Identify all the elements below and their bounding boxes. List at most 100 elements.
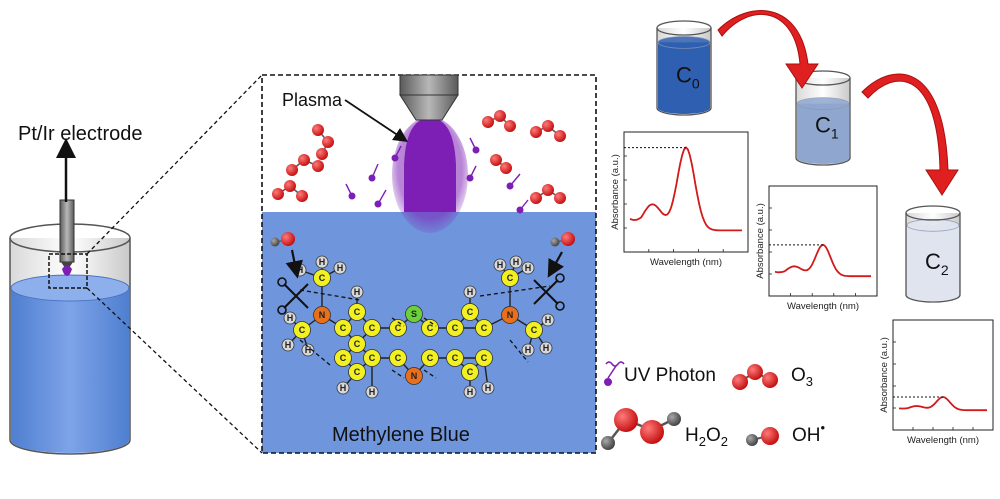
ozone-molecule (272, 180, 308, 202)
hydrogen-atom: H (336, 381, 350, 395)
atom-sphere (421, 319, 439, 337)
cleavage-line (299, 289, 361, 301)
liquid-surface (906, 218, 960, 232)
uv-photon (391, 145, 402, 162)
y-axis-label: Absorbance (a.u.) (755, 203, 766, 279)
atom-sphere (363, 319, 381, 337)
atom-sphere (461, 363, 479, 381)
beaker-liquid (907, 225, 959, 301)
attack-arrow (547, 251, 564, 278)
atom-sphere (336, 381, 350, 395)
oxygen-atom (312, 160, 324, 172)
carbon-atom: C (389, 319, 407, 337)
hydrogen-atom: H (539, 341, 553, 355)
oxygen-atom (272, 188, 284, 200)
plasma-pointer (344, 99, 408, 142)
beaker-letter: C (815, 112, 831, 137)
zoom-region (48, 253, 88, 289)
oxygen-atom (281, 232, 295, 246)
oxygen-atom (482, 116, 494, 128)
atom-sphere (493, 258, 507, 272)
atom-sphere (463, 385, 477, 399)
spectrum-plot-2: Wavelength (nm) Absorbance (a.u.) (879, 319, 994, 446)
hydrogen-atom: H (541, 313, 555, 327)
nitrogen-atom: N (405, 367, 423, 385)
ozone-molecule (312, 124, 334, 160)
hydrogen-atom: H (301, 343, 315, 357)
cleavage-line (479, 285, 551, 297)
uv-photon (516, 199, 529, 214)
zoom-line-top (86, 74, 263, 255)
atom-label: C (452, 353, 459, 363)
spectrum-plot-0: Wavelength (nm) Absorbance (a.u.) (610, 131, 749, 268)
atom-label: H (285, 340, 292, 350)
beaker-c2: C2 (905, 205, 961, 303)
oxygen-atom (530, 126, 542, 138)
hydrogen-atom (270, 237, 280, 247)
oxygen-atom (530, 192, 542, 204)
legend-ozone-label: O3 (791, 365, 813, 389)
carbon-atom: C (348, 303, 366, 321)
beaker-subscript: 2 (941, 262, 949, 278)
atom-label: C (467, 367, 474, 377)
carbon-atom: C (334, 349, 352, 367)
atom-label: C (467, 307, 474, 317)
beaker-label: C0 (676, 62, 700, 91)
y-axis-label: Absorbance (a.u.) (610, 154, 621, 230)
x-axis-label: Wavelength (nm) (650, 257, 722, 268)
atom-label: N (319, 310, 326, 320)
x-axis-label: Wavelength (nm) (907, 435, 979, 446)
atom-sphere (446, 319, 464, 337)
atom-label: H (340, 383, 347, 393)
carbon-atom: C (348, 335, 366, 353)
atom-label: H (305, 345, 312, 355)
methylene-blue-label: Methylene Blue (332, 424, 470, 446)
scissors-icon (277, 277, 309, 315)
plasma-jet (392, 74, 468, 233)
hydrogen-atom: H (463, 285, 477, 299)
photon-dot (374, 200, 382, 208)
handle (277, 277, 287, 287)
atom-sphere (293, 321, 311, 339)
photon-dot (472, 146, 480, 154)
atom-label: C (319, 273, 326, 283)
legend-peroxide-label: H2O2 (685, 425, 728, 449)
atom-label: H (337, 263, 344, 273)
atom-sphere (475, 349, 493, 367)
carbon-atom: C (446, 349, 464, 367)
carbon-atom: C (475, 349, 493, 367)
atom-sphere (541, 313, 555, 327)
ozone-molecule (482, 110, 516, 132)
x-axis-label: Wavelength (nm) (787, 301, 859, 312)
atom-label: H (467, 287, 474, 297)
plot-frame (768, 185, 878, 297)
plot-frame (623, 131, 749, 253)
oxygen-atom (316, 148, 328, 160)
hydrogen-atom: H (481, 381, 495, 395)
uv-photon (345, 183, 356, 200)
atom-sphere (421, 349, 439, 367)
beaker-c0: C0 (656, 20, 712, 116)
blade (283, 283, 309, 309)
legend-peroxide-icon (601, 408, 681, 450)
y-axis-label: Absorbance (a.u.) (879, 337, 890, 413)
beaker-liquid (797, 103, 849, 164)
atom-sphere (365, 385, 379, 399)
atom-sphere (315, 255, 329, 269)
atom-sphere (281, 338, 295, 352)
atom-sphere (501, 269, 519, 287)
oxygen-atom (500, 162, 512, 174)
legend: UV Photon O3 H2O2 OH• (601, 361, 826, 450)
reactive-species (272, 110, 566, 214)
atom-sphere (333, 261, 347, 275)
oxygen-atom (322, 136, 334, 148)
plasma-label: Plasma (282, 90, 343, 110)
atom-label: H (467, 387, 474, 397)
atom-label: H (287, 313, 294, 323)
beaker-subscript: 0 (692, 75, 700, 91)
carbon-atom: C (348, 363, 366, 381)
uv-photon (506, 173, 521, 190)
carbon-atom: C (389, 349, 407, 367)
progress-arrow-1 (717, 10, 819, 89)
